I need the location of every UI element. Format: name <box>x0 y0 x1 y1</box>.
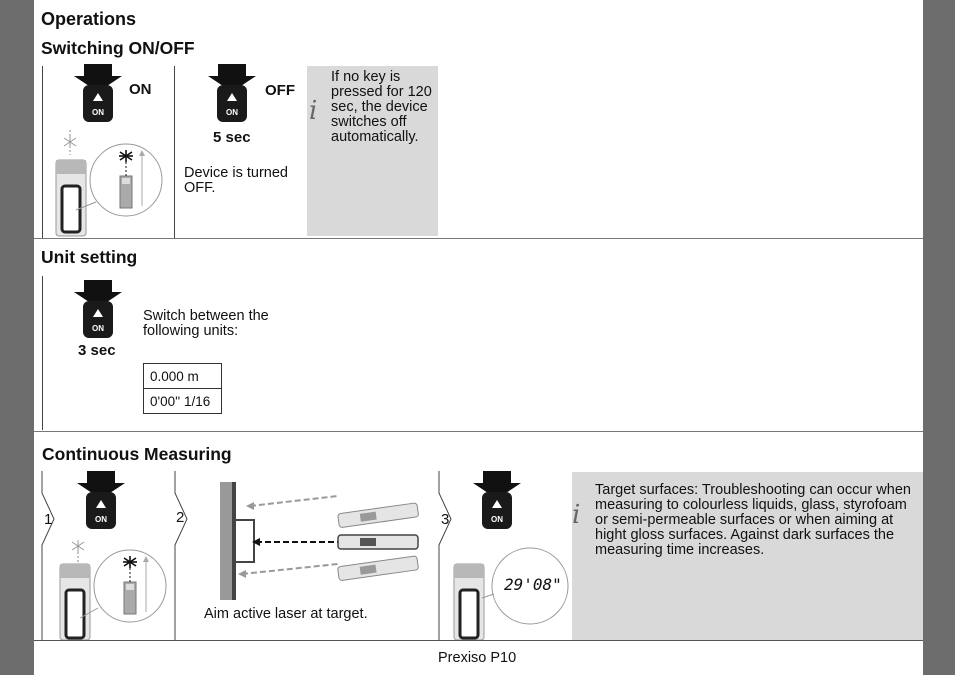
on-label: ON <box>129 81 152 98</box>
step-divider <box>438 471 452 641</box>
unit-setting-heading: Unit setting <box>41 247 138 267</box>
power-key-icon: ON <box>95 515 107 524</box>
info-note-text: If no key is pressed for 120 sec, the de… <box>331 69 432 145</box>
info-note-box <box>307 66 438 236</box>
step-number: 2 <box>176 509 185 526</box>
info-icon: i <box>572 500 581 530</box>
unit-duration: 3 sec <box>78 342 116 359</box>
off-duration: 5 sec <box>213 129 251 146</box>
info-note-box <box>572 472 923 640</box>
footer-product: Prexiso P10 <box>438 650 517 666</box>
switching-heading: Switching ON/OFF <box>41 38 195 58</box>
manual-page: Operations Switching ON/OFF ON ON <box>34 0 923 675</box>
press-arrow-icon: ON <box>473 471 521 529</box>
footer-divider <box>34 640 923 641</box>
unit-option: 0'00'' 1/16 <box>143 388 222 414</box>
power-key-icon: ON <box>226 108 238 117</box>
press-arrow-icon: ON <box>74 280 122 338</box>
power-key-icon: ON <box>92 324 104 333</box>
step-number: 1 <box>44 511 53 528</box>
divider <box>42 276 43 430</box>
info-note-text: Target surfaces: Troubleshooting can occ… <box>595 482 911 558</box>
unit-option: 0.000 m <box>143 363 222 389</box>
laser-device-icon <box>59 540 167 641</box>
power-key-icon: ON <box>491 515 503 524</box>
press-arrow-icon: ON <box>74 64 122 122</box>
off-label: OFF <box>265 82 295 99</box>
laser-device-icon <box>55 130 163 237</box>
divider <box>42 66 43 238</box>
press-arrow-icon: ON <box>208 64 256 122</box>
power-key-icon: ON <box>92 108 104 117</box>
unit-caption: Switch between the following units: <box>143 308 269 339</box>
divider <box>174 66 175 238</box>
continuous-heading: Continuous Measuring <box>42 444 232 464</box>
aim-caption: Aim active laser at target. <box>204 606 368 622</box>
section-divider <box>34 238 923 239</box>
display-reading: 29'08" <box>504 575 562 594</box>
info-icon: i <box>309 96 318 126</box>
page-title: Operations <box>41 9 137 29</box>
off-caption: Device is turned OFF. <box>184 165 288 196</box>
step-divider <box>174 471 188 641</box>
section-divider <box>34 431 923 432</box>
step-number: 3 <box>441 511 450 528</box>
press-arrow-icon: ON <box>77 471 125 529</box>
target-wall-icon <box>220 482 419 600</box>
step-divider <box>41 471 55 641</box>
